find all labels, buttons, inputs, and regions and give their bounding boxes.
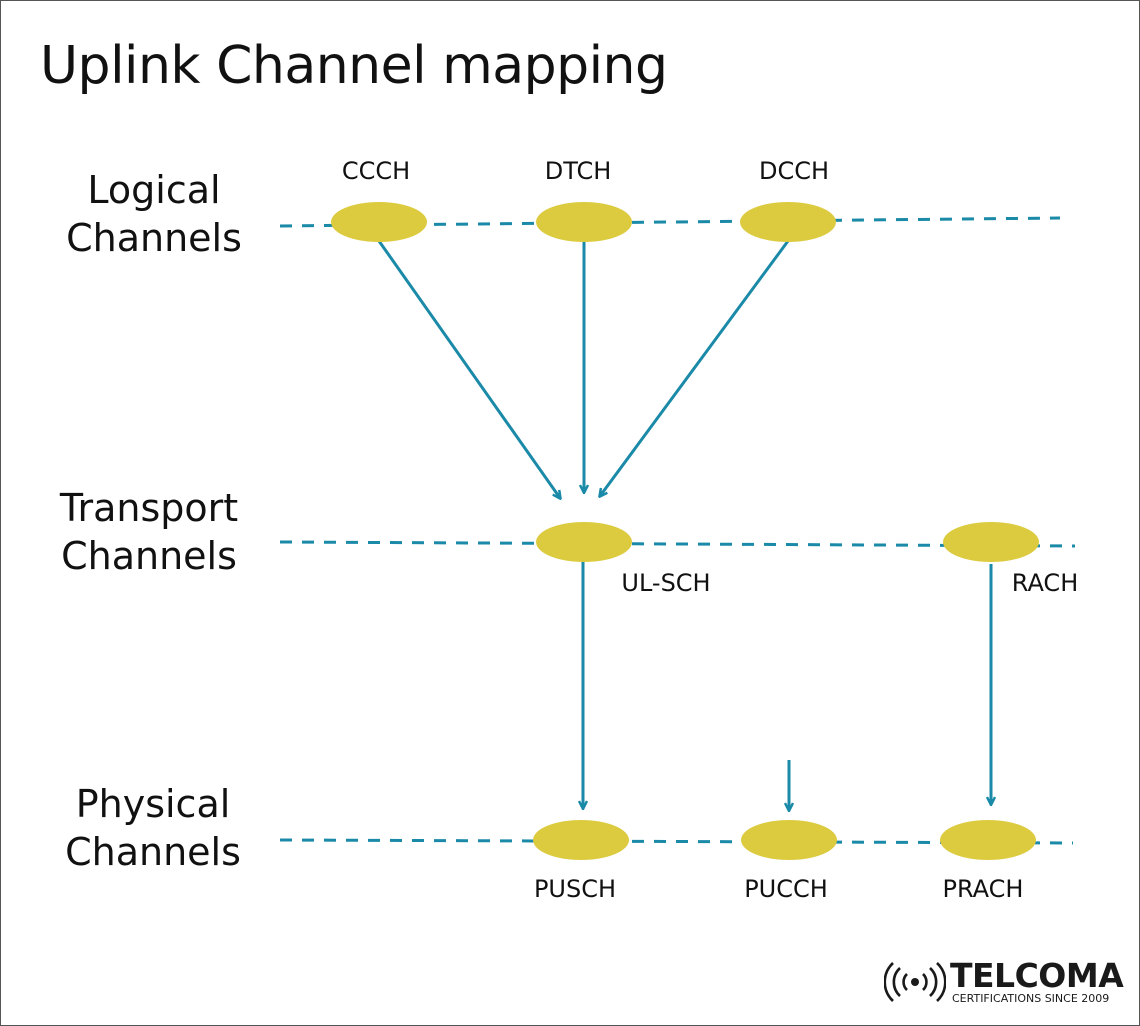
physical-channels-label-line2: Channels: [65, 830, 241, 874]
label-dcch: DCCH: [758, 157, 830, 185]
node-dtch: [536, 202, 632, 242]
label-prach: PRACH: [942, 875, 1024, 903]
node-ccch: [331, 202, 427, 242]
node-pucch: [741, 820, 837, 860]
arrow-ccch-to-ulsch: [377, 240, 560, 498]
node-dcch: [740, 202, 836, 242]
label-rach: RACH: [1011, 569, 1079, 597]
label-pucch: PUCCH: [744, 875, 828, 903]
label-ccch: CCCH: [341, 157, 411, 185]
label-ulsch: UL-SCH: [621, 569, 711, 597]
logical-channels-label-line1: Logical: [87, 168, 221, 212]
telcoma-logo: TELCOMA CERTIFICATIONS SINCE 2009: [884, 956, 1128, 1008]
transport-channels-label-line2: Channels: [61, 534, 237, 578]
label-dtch: DTCH: [544, 157, 612, 185]
page-title: Uplink Channel mapping: [40, 36, 668, 96]
label-pusch: PUSCH: [533, 875, 617, 903]
transport-channels-label-line1: Transport: [59, 486, 239, 530]
arrow-dcch-to-ulsch: [600, 240, 790, 496]
logo-name: TELCOMA: [950, 956, 1124, 995]
physical-channels-label-line1: Physical: [75, 782, 231, 826]
physical-channels-label: Physical Channels: [13, 780, 293, 876]
node-prach: [940, 820, 1036, 860]
transport-layer-line: [279, 540, 1076, 548]
node-ulsch: [536, 522, 632, 562]
logo-tagline: CERTIFICATIONS SINCE 2009: [952, 992, 1110, 1005]
logical-channels-label: Logical Channels: [14, 166, 294, 262]
logical-channels-label-line2: Channels: [66, 216, 242, 260]
node-pusch: [533, 820, 629, 860]
transport-channels-label: Transport Channels: [9, 484, 289, 580]
node-rach: [943, 522, 1039, 562]
broadcast-icon: [884, 962, 946, 1002]
